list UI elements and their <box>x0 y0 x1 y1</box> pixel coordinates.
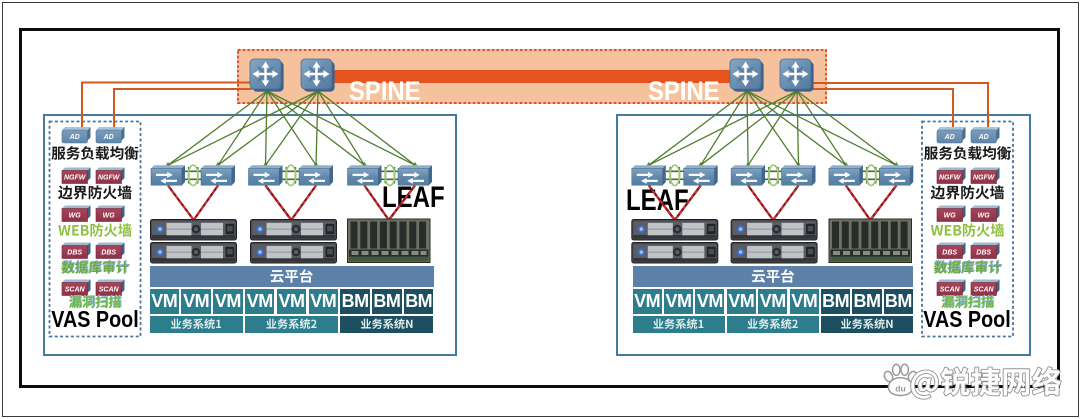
svg-text:WG: WG <box>978 213 991 220</box>
svg-text:SCAN: SCAN <box>65 287 86 294</box>
svg-text:DBS: DBS <box>976 250 991 257</box>
svg-text:SCAN: SCAN <box>99 287 120 294</box>
svg-text:NGFW: NGFW <box>973 175 996 182</box>
svg-text:AD: AD <box>944 134 955 141</box>
svg-text:DBS: DBS <box>101 250 116 257</box>
svg-text:AD: AD <box>69 134 80 141</box>
svg-text:du: du <box>895 384 905 394</box>
svg-text:SCAN: SCAN <box>940 287 961 294</box>
svg-text:AD: AD <box>103 134 114 141</box>
svg-text:NGFW: NGFW <box>98 175 121 182</box>
svg-text:AD: AD <box>978 134 989 141</box>
svg-text:NGFW: NGFW <box>64 175 87 182</box>
svg-text:WG: WG <box>103 213 116 220</box>
svg-text:DBS: DBS <box>942 250 957 257</box>
svg-text:NGFW: NGFW <box>939 175 962 182</box>
svg-text:SCAN: SCAN <box>974 287 995 294</box>
svg-text:WG: WG <box>944 213 957 220</box>
svg-text:DBS: DBS <box>67 250 82 257</box>
svg-text:WG: WG <box>69 213 82 220</box>
